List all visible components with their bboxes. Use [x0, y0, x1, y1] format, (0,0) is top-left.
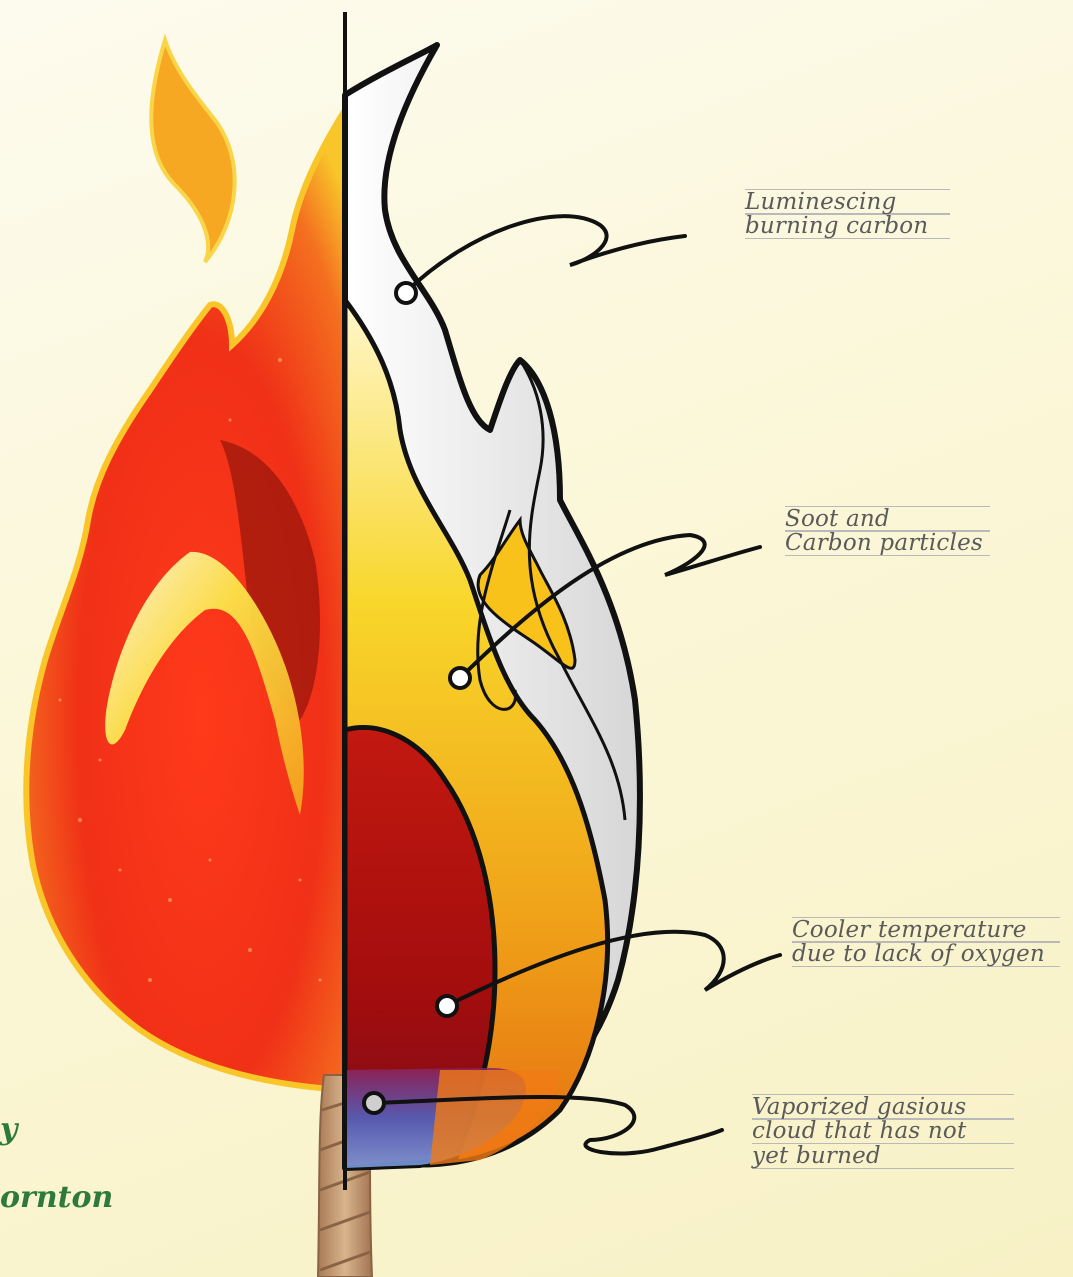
credit-line-1: y	[0, 1112, 17, 1147]
marker-vapor	[364, 1093, 384, 1113]
cutaway-flame-half	[345, 12, 640, 1190]
label-vapor-line-2: cloud that has not	[752, 1118, 1014, 1144]
label-cooler-line-1: Cooler temperature	[792, 917, 1060, 943]
label-cooler-line-2: due to lack of oxygen	[792, 941, 1060, 967]
flame-tongue-top	[151, 40, 234, 262]
label-luminescing-line-1: Luminescing	[745, 189, 950, 215]
label-cooler: Cooler temperature due to lack of oxygen	[792, 918, 1060, 967]
label-soot-line-2: Carbon particles	[785, 530, 990, 556]
label-luminescing: Luminescing burning carbon	[745, 190, 950, 239]
label-vapor: Vaporized gasious cloud that has not yet…	[752, 1095, 1014, 1169]
label-vapor-line-3: yet burned	[752, 1143, 1014, 1169]
label-luminescing-line-2: burning carbon	[745, 213, 950, 239]
leader-luminescing	[406, 216, 685, 292]
realistic-flame-half	[26, 40, 345, 1090]
marker-soot	[450, 668, 470, 688]
label-vapor-line-1: Vaporized gasious	[752, 1094, 1014, 1120]
label-soot: Soot and Carbon particles	[785, 507, 990, 556]
label-soot-line-1: Soot and	[785, 506, 990, 532]
marker-luminescing	[396, 283, 416, 303]
marker-cooler	[437, 996, 457, 1016]
credit-line-2: ornton	[0, 1180, 113, 1215]
